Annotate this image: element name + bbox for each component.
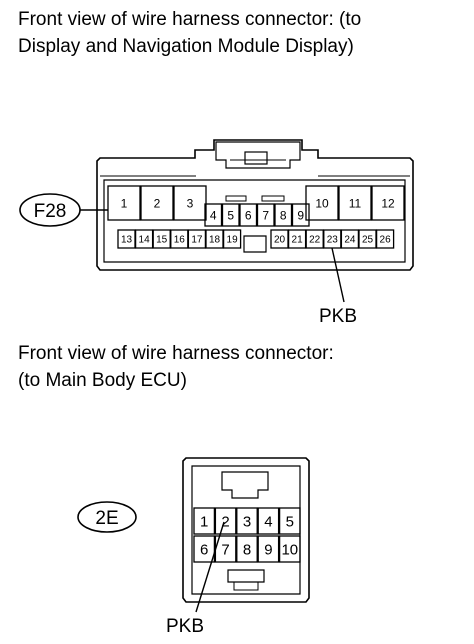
f28-housing: [96, 139, 414, 271]
f28-id-label: F28: [34, 201, 67, 222]
f28-pin-18-label: 18: [209, 235, 221, 246]
f28-pin-23: 23: [323, 229, 342, 249]
f28-pin-15: 15: [152, 229, 171, 249]
f28-pin-1: 1: [107, 185, 141, 221]
f28-pin-5: 5: [221, 203, 240, 227]
f28-pin-14: 14: [134, 229, 154, 249]
f28-pin-10: 10: [305, 185, 339, 221]
f28-pin-5-label: 5: [227, 208, 234, 222]
f28-pin-19-label: 19: [227, 235, 239, 246]
f28-pin-2-label: 2: [154, 196, 161, 210]
2e-pin-4: 4: [257, 507, 280, 535]
f28-pin-21-label: 21: [292, 235, 304, 246]
2e-pin-1-label: 1: [200, 513, 208, 530]
2e-pin-7-label: 7: [221, 541, 229, 558]
f28-pin-22-label: 22: [309, 235, 321, 246]
f28-pin-7: 7: [256, 203, 275, 227]
f28-pin-9-label: 9: [297, 208, 304, 222]
f28-pin-18: 18: [205, 229, 224, 249]
2e-pin-9-label: 9: [264, 541, 272, 558]
f28-pin-17-label: 17: [191, 235, 203, 246]
2e-pin-3: 3: [236, 507, 258, 535]
f28-pin-10-label: 10: [315, 196, 329, 210]
f28-pin-21: 21: [287, 229, 307, 249]
2e-pin-5-label: 5: [286, 513, 294, 530]
f28-pin-16-label: 16: [174, 235, 186, 246]
f28-pin-6-label: 6: [245, 208, 252, 222]
2e-pin-4-label: 4: [264, 513, 272, 530]
2e-pin-1: 1: [193, 507, 216, 535]
f28-pin-4-label: 4: [210, 208, 217, 222]
f28-pin-24-label: 24: [344, 235, 356, 246]
2e-id-oval: [77, 501, 137, 533]
f28-pin-3: 3: [173, 185, 207, 221]
f28-pin-17: 17: [187, 229, 207, 249]
2e-inner-wall: [191, 465, 301, 595]
2e-pin-3-label: 3: [243, 513, 251, 530]
f28-pin-8: 8: [274, 203, 293, 227]
f28-pin-19: 19: [222, 229, 242, 249]
f28-inner-wall: [103, 179, 406, 263]
2e-callout-leader: [195, 521, 225, 613]
f28-pin-20-label: 20: [274, 235, 286, 246]
2e-pin-2-label: 2: [221, 513, 229, 530]
f28-pin-20: 20: [270, 229, 289, 249]
2e-pin-2: 2: [214, 507, 237, 535]
f28-bottom-key: [243, 235, 267, 253]
f28-callout-leader: [331, 247, 345, 303]
f28-pin-7-label: 7: [262, 208, 269, 222]
f28-latch-key: [244, 151, 268, 165]
2e-connector: [182, 457, 310, 603]
2e-bottom-key: [227, 569, 265, 583]
f28-pin-13-label: 13: [121, 235, 133, 246]
f28-pin-12: 12: [371, 185, 405, 221]
2e-pin-10-label: 10: [281, 541, 298, 558]
f28-pin-1-label: 1: [121, 196, 128, 210]
2e-caption-line1: Front view of wire harness connector:: [18, 343, 334, 364]
2e-pin-5: 5: [278, 507, 301, 535]
f28-pin-23-label: 23: [327, 235, 339, 246]
f28-callout-label: PKB: [319, 306, 357, 327]
f28-pin-12-label: 12: [381, 196, 395, 210]
f28-pin-15-label: 15: [156, 235, 168, 246]
2e-caption: Front view of wire harness connector: (t…: [18, 340, 334, 394]
f28-pin-13: 13: [117, 229, 136, 249]
f28-pin-11-label: 11: [349, 196, 362, 210]
f28-connector: [96, 139, 414, 271]
f28-pin-4: 4: [204, 203, 223, 227]
f28-pin-24: 24: [340, 229, 360, 249]
2e-pin-6-label: 6: [200, 541, 208, 558]
f28-caption: Front view of wire harness connector: (t…: [18, 6, 361, 60]
2e-caption-line2: (to Main Body ECU): [18, 370, 187, 391]
2e-pin-8: 8: [236, 535, 258, 563]
f28-pin-11: 11: [338, 185, 372, 221]
2e-housing: [182, 457, 310, 603]
f28-caption-line2: Display and Navigation Module Display): [18, 36, 354, 57]
f28-pin-3-label: 3: [187, 196, 194, 210]
f28-pin-9: 9: [291, 203, 310, 227]
f28-pin-8-label: 8: [280, 208, 287, 222]
2e-pin-8-label: 8: [243, 541, 251, 558]
f28-pin-26-label: 26: [380, 235, 392, 246]
f28-pin-22: 22: [305, 229, 324, 249]
f28-latch: [215, 141, 301, 169]
f28-pin-6: 6: [239, 203, 258, 227]
2e-callout-label: PKB: [166, 616, 204, 637]
f28-pin-14-label: 14: [139, 235, 151, 246]
f28-caption-line1: Front view of wire harness connector: (t…: [18, 9, 362, 30]
f28-pin-25: 25: [358, 229, 377, 249]
2e-pin-9: 9: [257, 535, 280, 563]
2e-id-label: 2E: [95, 508, 118, 529]
f28-pin-26: 26: [375, 229, 395, 249]
2e-pin-6: 6: [193, 535, 216, 563]
f28-pin-25-label: 25: [362, 235, 374, 246]
f28-pin-16: 16: [170, 229, 189, 249]
2e-pin-10: 10: [278, 535, 301, 563]
f28-pin-2: 2: [140, 185, 174, 221]
2e-latch: [221, 471, 269, 499]
